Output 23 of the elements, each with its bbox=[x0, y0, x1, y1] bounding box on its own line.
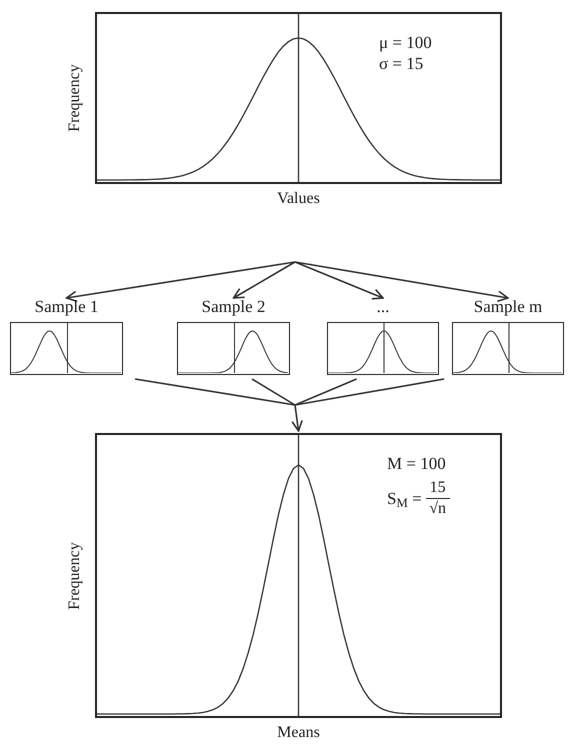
sample-label: ... bbox=[376, 296, 390, 318]
stat-label: M = 100 bbox=[387, 453, 447, 474]
sample-label: Sample m bbox=[472, 296, 544, 318]
stat-label: S$_{M}$ = bbox=[387, 488, 422, 512]
arrow bbox=[66, 261, 296, 302]
arrow bbox=[294, 261, 384, 300]
arrow bbox=[294, 261, 509, 302]
sample-label: Sample 1 bbox=[34, 296, 100, 318]
connector-line bbox=[294, 378, 357, 406]
axis-label: Means bbox=[276, 723, 321, 743]
stat-label: σ = 15 bbox=[379, 53, 424, 74]
axis-label: Frequency bbox=[65, 542, 84, 610]
sample-label: Sample 2 bbox=[200, 296, 266, 318]
arrow bbox=[291, 404, 303, 432]
stat-label: μ = 100 bbox=[379, 32, 432, 54]
connector-line bbox=[294, 378, 444, 406]
connector-line bbox=[252, 378, 296, 406]
axis-label: Frequency bbox=[65, 64, 84, 132]
fraction-denominator: √n bbox=[429, 499, 446, 520]
arrow bbox=[232, 261, 296, 299]
axis-label: Values bbox=[276, 189, 321, 209]
fraction-numerator: 15 bbox=[426, 478, 450, 500]
connector-line bbox=[134, 378, 296, 406]
